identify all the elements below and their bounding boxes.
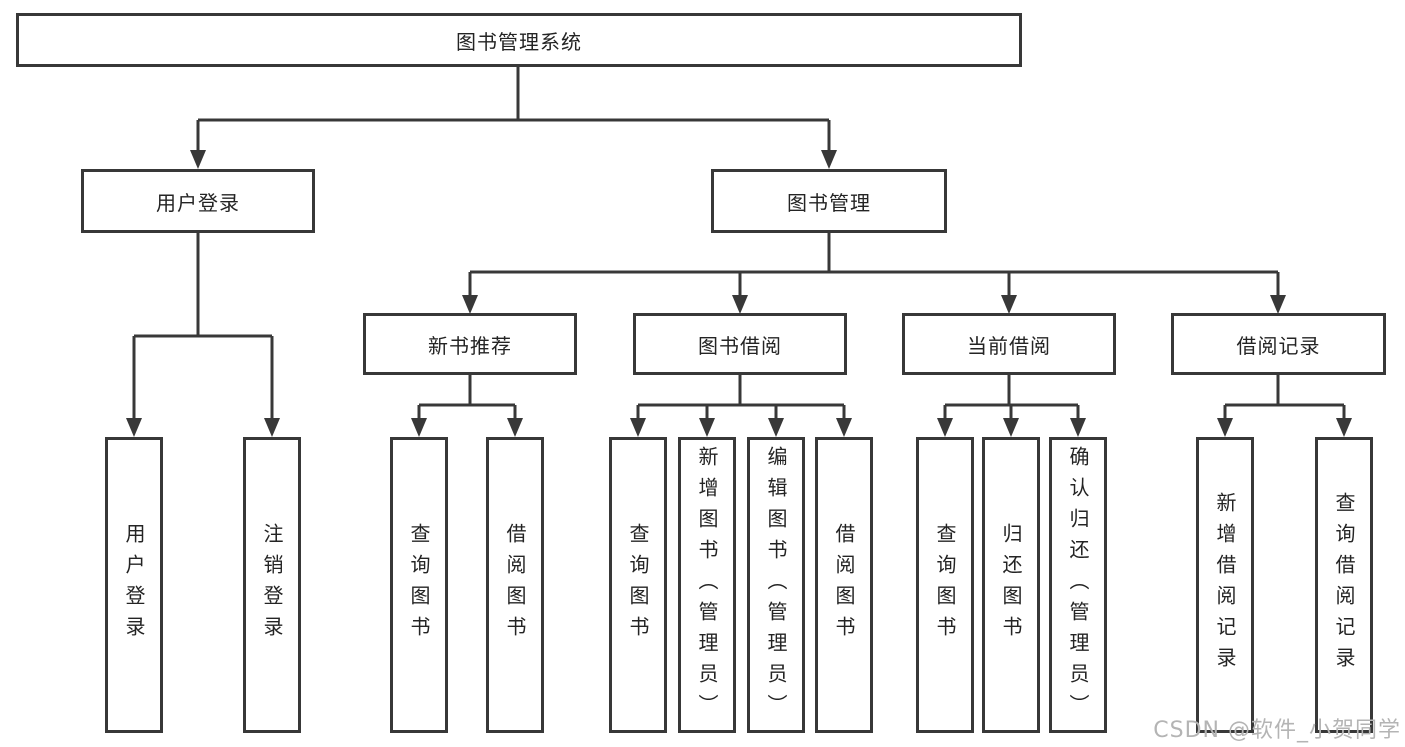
- node-borrowing-records: 借阅记录: [1171, 313, 1386, 375]
- leaf-user-login: 用户登录: [105, 437, 163, 733]
- connector-borrowing-records-to-leaves: [1217, 375, 1352, 437]
- leaf-query-books-borrowing-label: 查询图书: [626, 523, 650, 647]
- node-root-system-label: 图书管理系统: [456, 29, 582, 54]
- leaf-query-books-current-label: 查询图书: [933, 523, 957, 647]
- leaf-add-books-admin: 新增图书（管理员）: [678, 437, 736, 733]
- node-book-management: 图书管理: [711, 169, 947, 233]
- node-book-borrowing-label: 图书借阅: [698, 333, 782, 358]
- leaf-logout: 注销登录: [243, 437, 301, 733]
- leaf-confirm-return-admin: 确认归还（管理员）: [1049, 437, 1107, 733]
- leaf-query-books-borrowing: 查询图书: [609, 437, 667, 733]
- leaf-user-login-label: 用户登录: [122, 523, 146, 647]
- node-current-borrowing: 当前借阅: [902, 313, 1116, 375]
- connector-new-book-to-leaves: [411, 375, 523, 437]
- node-current-borrowing-label: 当前借阅: [967, 333, 1051, 358]
- node-borrowing-records-label: 借阅记录: [1236, 333, 1321, 358]
- node-user-login: 用户登录: [81, 169, 315, 233]
- node-root-system: 图书管理系统: [16, 13, 1022, 67]
- csdn-watermark: CSDN @软件_小贺同学: [1153, 718, 1401, 743]
- node-new-book-recommendation-label: 新书推荐: [428, 333, 512, 358]
- connector-current-borrowing-to-leaves: [937, 375, 1086, 437]
- node-user-login-label: 用户登录: [156, 190, 240, 215]
- connector-book-borrowing-to-leaves: [630, 375, 852, 437]
- connector-user-login-to-leaves: [126, 233, 280, 437]
- leaf-borrow-books-recommend-label: 借阅图书: [503, 523, 527, 647]
- node-book-management-label: 图书管理: [787, 190, 871, 215]
- leaf-borrow-books-recommend: 借阅图书: [486, 437, 544, 733]
- connector-book-management-to-level3: [462, 233, 1286, 314]
- leaf-query-books-recommend-label: 查询图书: [407, 523, 431, 647]
- connector-root-to-level2: [190, 67, 837, 169]
- leaf-add-books-admin-label: 新增图书（管理员）: [695, 445, 719, 725]
- leaf-edit-books-admin: 编辑图书（管理员）: [747, 437, 805, 733]
- leaf-query-books-recommend: 查询图书: [390, 437, 448, 733]
- leaf-confirm-return-admin-label: 确认归还（管理员）: [1066, 445, 1090, 725]
- leaf-return-books: 归还图书: [982, 437, 1040, 733]
- leaf-borrow-books-label: 借阅图书: [832, 523, 856, 647]
- leaf-query-books-current: 查询图书: [916, 437, 974, 733]
- node-new-book-recommendation: 新书推荐: [363, 313, 577, 375]
- leaf-edit-books-admin-label: 编辑图书（管理员）: [764, 445, 788, 725]
- leaf-query-borrowing-record-label: 查询借阅记录: [1332, 492, 1356, 678]
- leaf-add-borrowing-record-label: 新增借阅记录: [1213, 492, 1237, 678]
- leaf-logout-label: 注销登录: [260, 523, 284, 647]
- node-book-borrowing: 图书借阅: [633, 313, 847, 375]
- leaf-add-borrowing-record: 新增借阅记录: [1196, 437, 1254, 733]
- leaf-borrow-books: 借阅图书: [815, 437, 873, 733]
- leaf-return-books-label: 归还图书: [999, 523, 1023, 647]
- leaf-query-borrowing-record: 查询借阅记录: [1315, 437, 1373, 733]
